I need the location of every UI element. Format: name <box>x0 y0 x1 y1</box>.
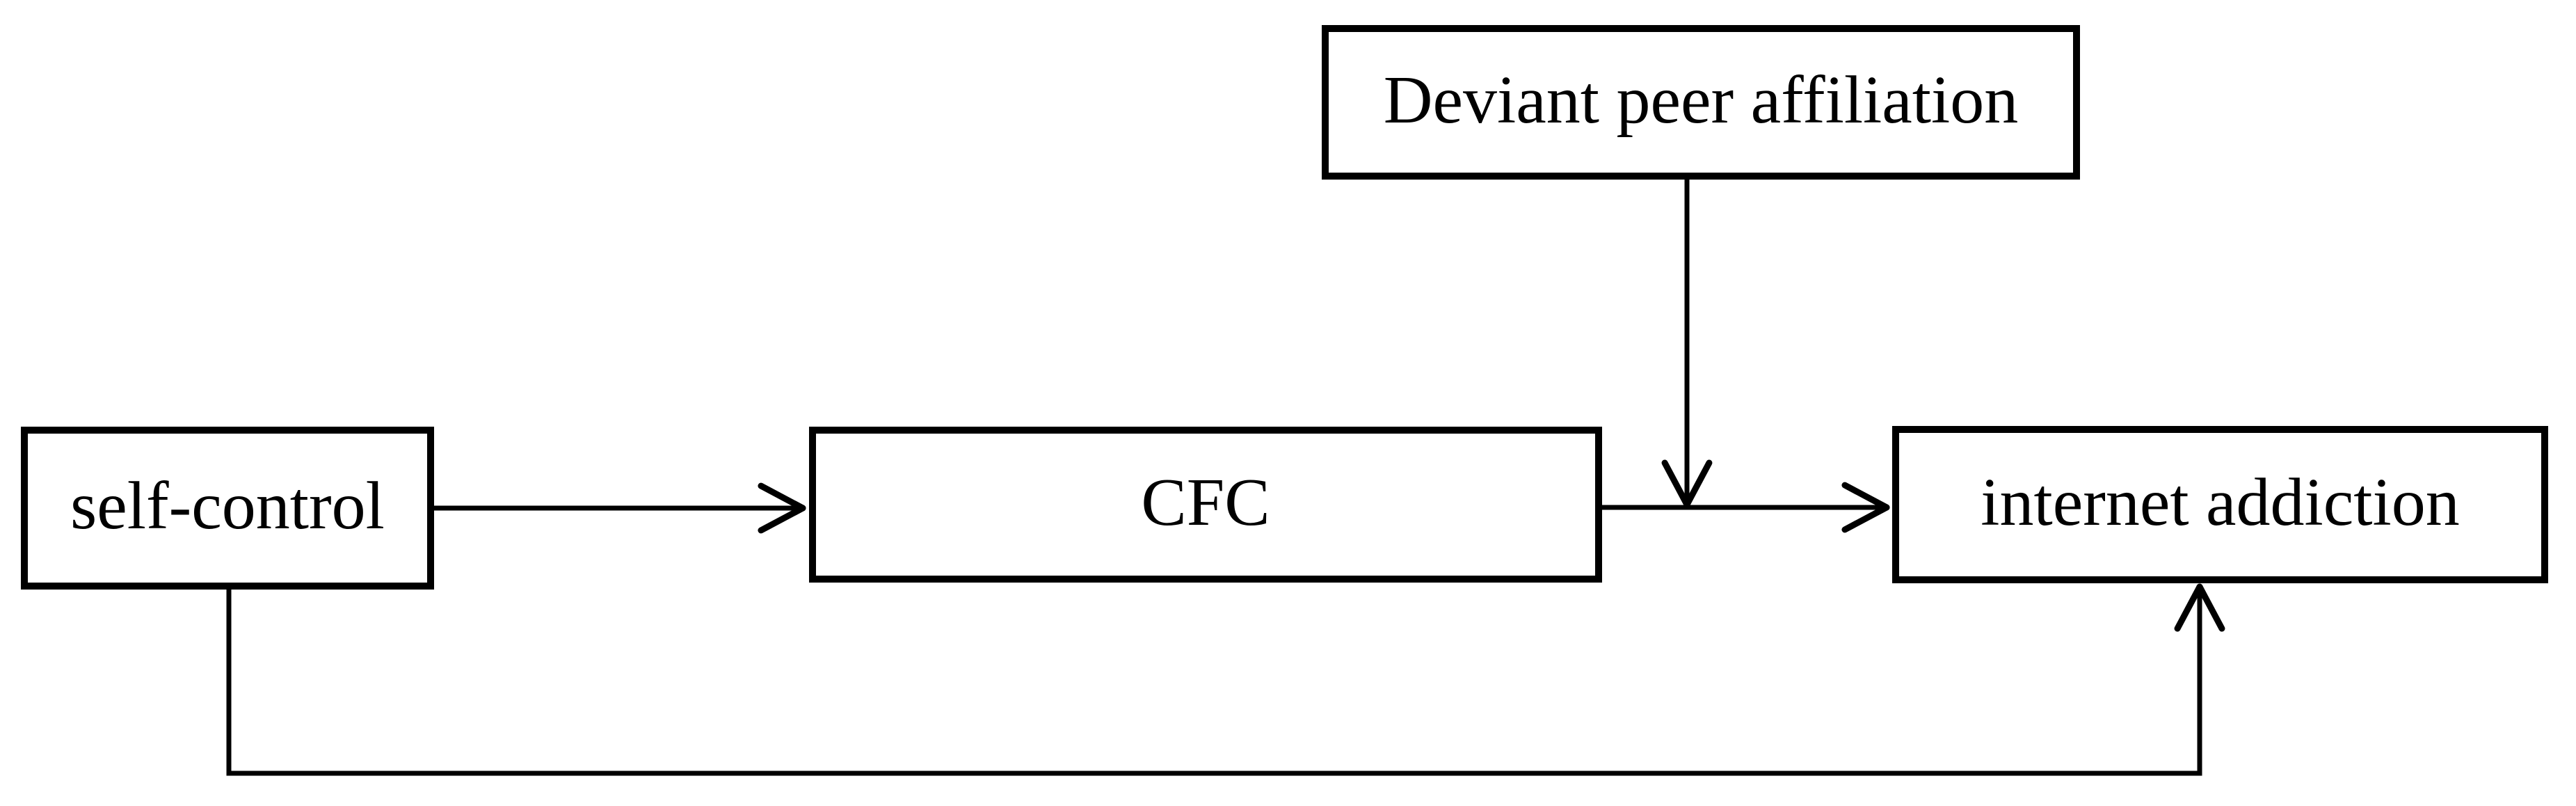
edge-self-control-to-internet-addiction-direct <box>226 583 2225 776</box>
arrowhead-icon <box>758 482 806 512</box>
node-label-cfc: CFC <box>1141 465 1270 540</box>
arrowhead-icon <box>1683 459 1713 508</box>
node-label-deviant-peer-affiliation: Deviant peer affiliation <box>1383 63 2019 138</box>
edge-deviant-peer-affiliation-moderation <box>1661 180 1713 508</box>
arrowhead-icon <box>1661 459 1690 508</box>
arrowhead-icon <box>1841 504 1890 533</box>
edge-cfc-to-internet-addiction <box>1602 482 1890 533</box>
node-internet-addiction: internet addiction <box>1892 426 2548 583</box>
arrowhead-icon <box>1841 482 1890 511</box>
arrowhead-icon <box>2196 583 2225 632</box>
node-deviant-peer-affiliation: Deviant peer affiliation <box>1322 25 2080 180</box>
edge-line-self-control-to-internet-addiction-direct <box>226 587 2202 776</box>
arrowhead-icon <box>758 505 806 534</box>
arrowhead-icon <box>2174 583 2203 632</box>
node-cfc: CFC <box>809 427 1602 583</box>
node-label-internet-addiction: internet addiction <box>1981 465 2460 540</box>
edge-self-control-to-cfc <box>434 482 806 534</box>
node-label-self-control: self-control <box>70 468 385 544</box>
node-self-control: self-control <box>21 427 434 590</box>
